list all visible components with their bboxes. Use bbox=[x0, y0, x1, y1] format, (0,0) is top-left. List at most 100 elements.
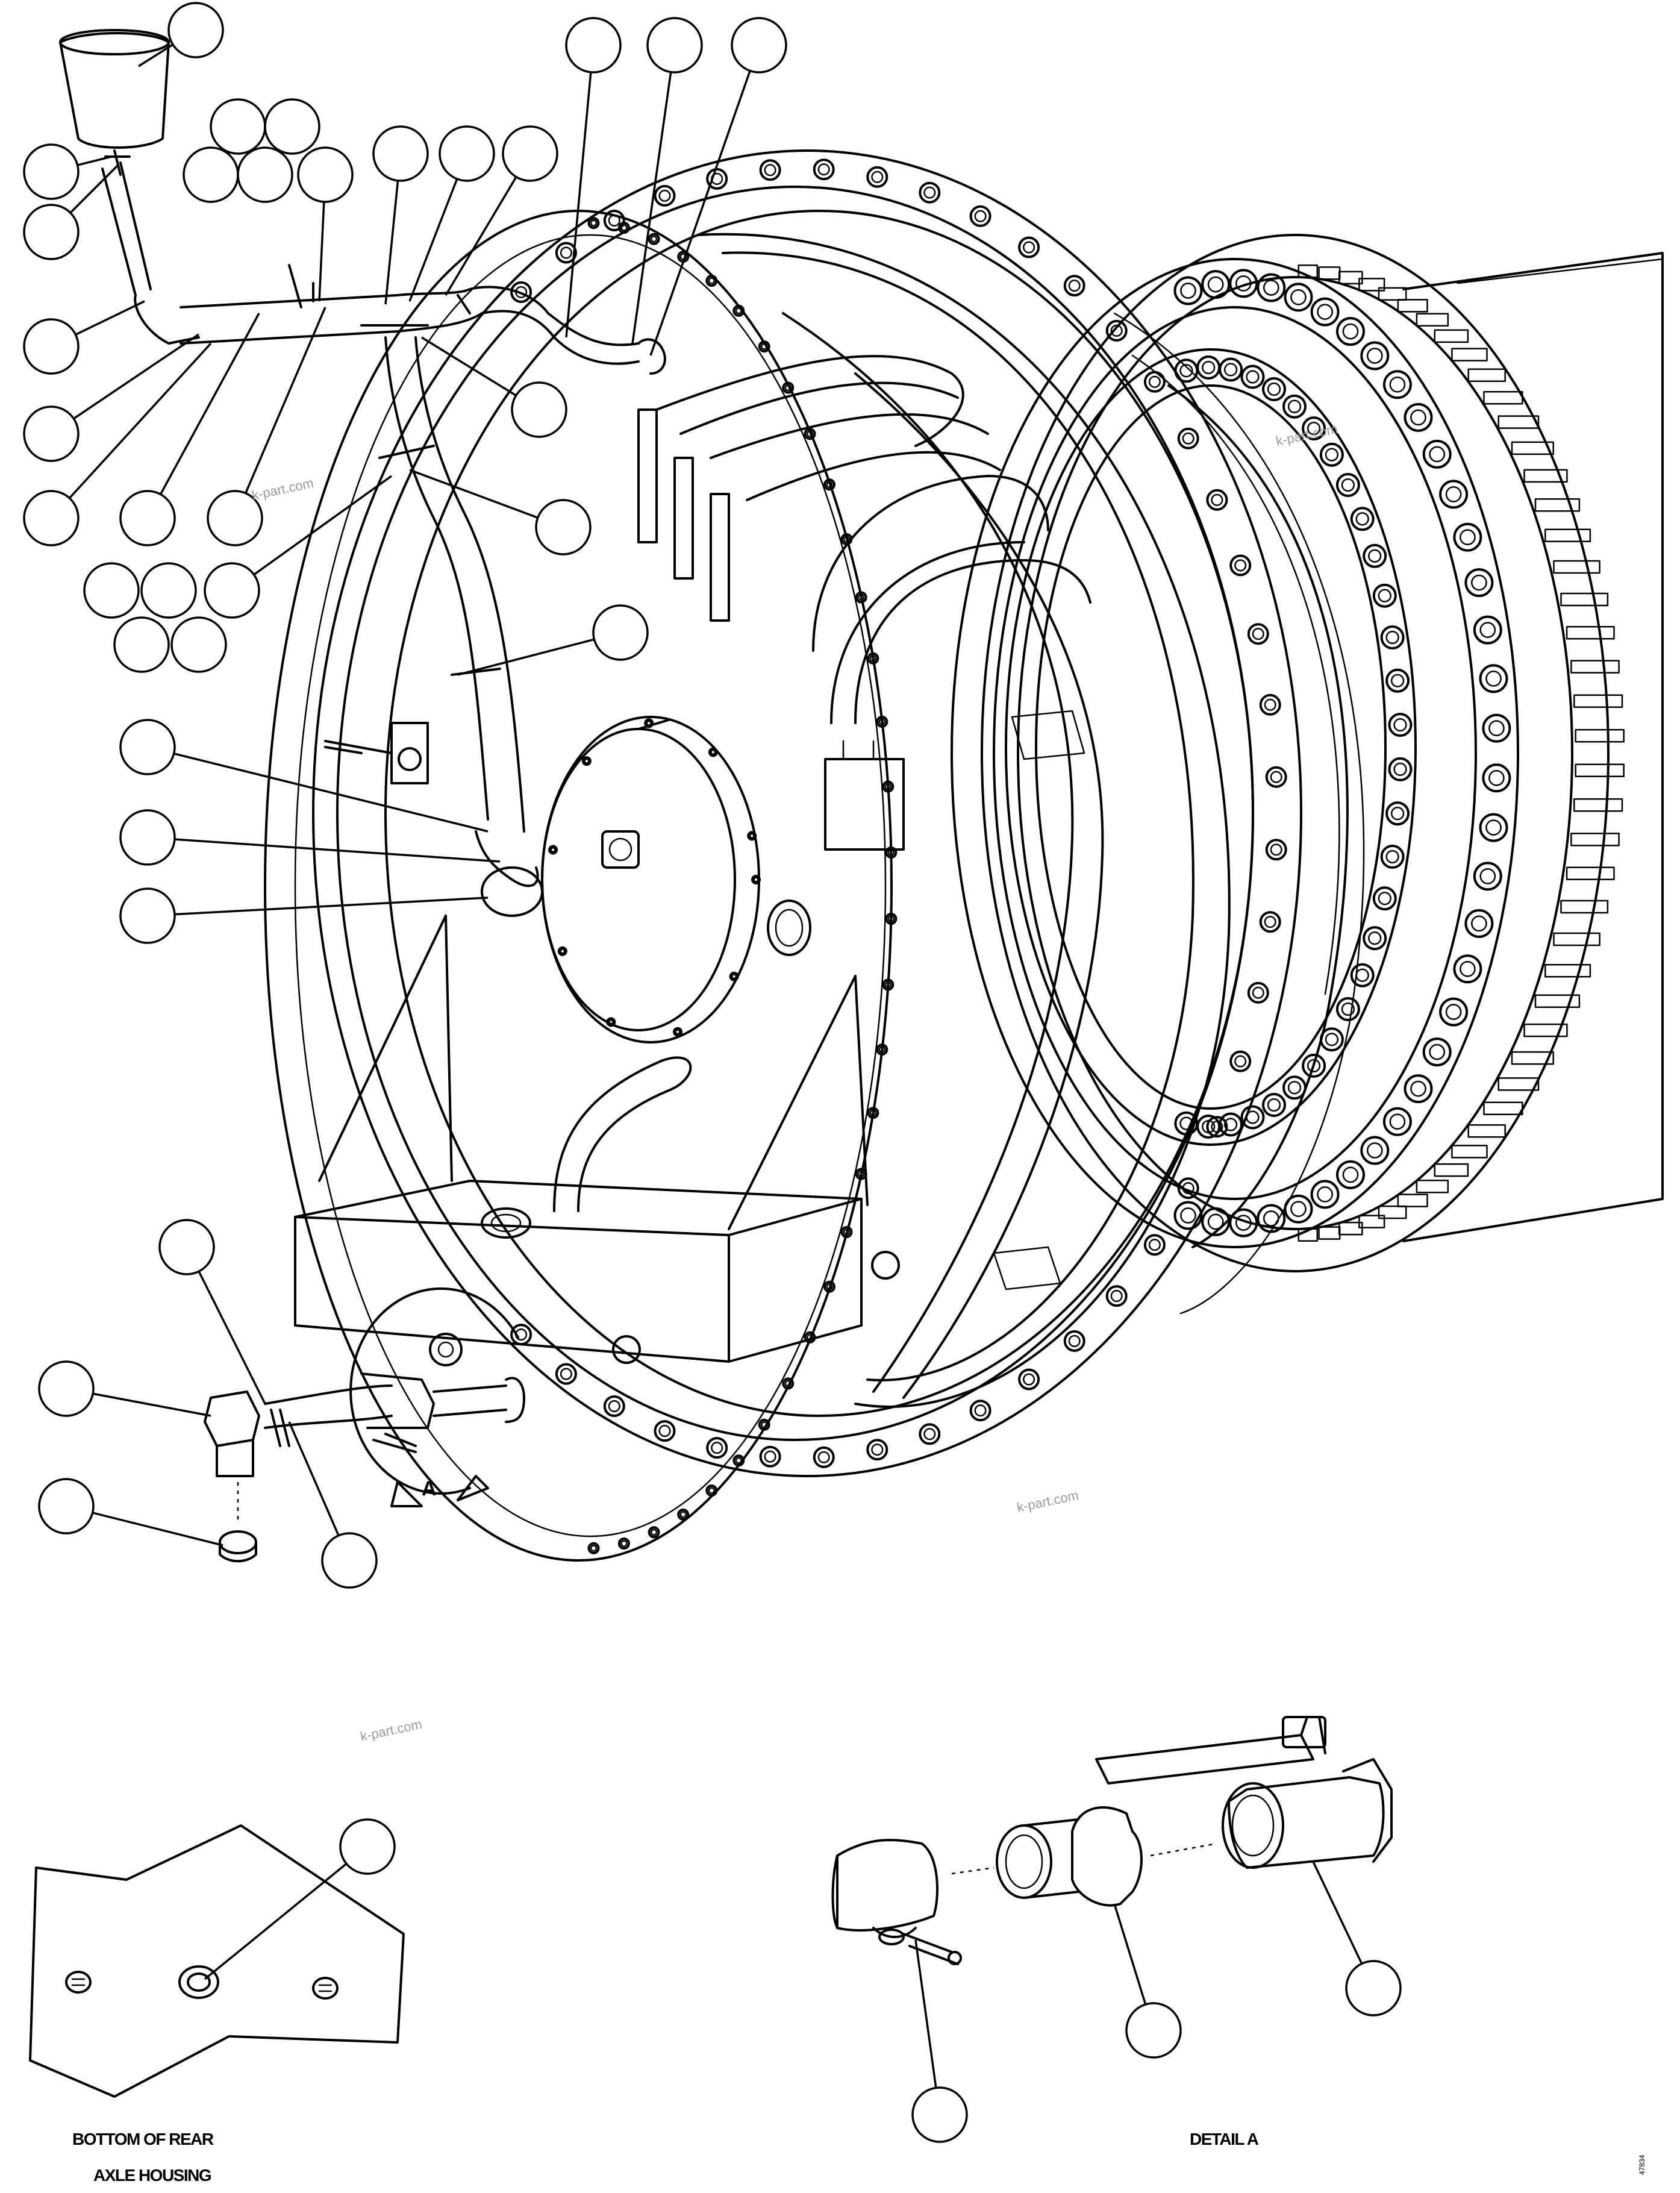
callout-balloon bbox=[119, 490, 176, 546]
bolt-head-inner bbox=[1471, 915, 1487, 932]
bolt-head bbox=[1335, 997, 1360, 1021]
bolt-head bbox=[1479, 664, 1508, 693]
cover-bolt bbox=[823, 478, 835, 491]
bolt-head-inner bbox=[1479, 622, 1496, 638]
bolt-head-inner bbox=[1385, 849, 1399, 864]
spline-tooth bbox=[1511, 1051, 1554, 1065]
callout-balloon bbox=[170, 616, 227, 673]
detail-a-view bbox=[831, 1716, 1393, 1965]
cover-bolt-inner bbox=[679, 1511, 687, 1518]
bolt-head-inner bbox=[1307, 1059, 1321, 1073]
flange-hole bbox=[1229, 1050, 1252, 1072]
bolt-head-inner bbox=[1317, 304, 1333, 320]
flange-hole-inner bbox=[1110, 1290, 1123, 1303]
flange-hole-inner bbox=[871, 170, 884, 183]
flange-hole bbox=[1105, 319, 1128, 342]
spline-tooth bbox=[1566, 866, 1615, 880]
bolt-head bbox=[1439, 997, 1469, 1027]
bolt-head-inner bbox=[1287, 1081, 1302, 1095]
cover-bolt-inner bbox=[650, 1528, 658, 1536]
flange-hole-inner bbox=[608, 1400, 620, 1413]
flange-hole-inner bbox=[658, 1425, 671, 1437]
cover-bolt-inner bbox=[884, 981, 892, 989]
flange-hole-inner bbox=[1110, 324, 1123, 337]
spline-tooth bbox=[1570, 660, 1620, 674]
flange-hole bbox=[1177, 427, 1199, 449]
bolt-head bbox=[1336, 1160, 1365, 1189]
bolt-head bbox=[1388, 757, 1413, 781]
flange-hole bbox=[813, 158, 835, 181]
bolt-head-inner bbox=[1393, 718, 1407, 732]
callout-balloon bbox=[731, 17, 787, 74]
disc-bolt bbox=[581, 756, 592, 766]
cover-bolt-inner bbox=[869, 655, 877, 662]
watermark: k-part.com bbox=[359, 1716, 423, 1744]
cover-bolt bbox=[732, 304, 745, 317]
bolt-head-inner bbox=[1393, 762, 1407, 777]
cover-bolt-inner bbox=[708, 277, 715, 284]
spline-tooth bbox=[1397, 1193, 1428, 1207]
bolt-head bbox=[1372, 886, 1397, 911]
flange-hole-inner bbox=[1211, 493, 1223, 506]
spline-tooth bbox=[1553, 932, 1600, 946]
flange-hole bbox=[1265, 766, 1287, 788]
flange-hole-inner bbox=[1023, 1373, 1035, 1386]
bolt-head-inner bbox=[1267, 382, 1281, 396]
bottom-housing-view bbox=[29, 1824, 405, 2098]
bolt-head bbox=[1173, 1201, 1203, 1230]
cover-bolt bbox=[677, 1508, 690, 1521]
cover-bolt bbox=[648, 233, 660, 245]
disc-bolt bbox=[548, 845, 558, 855]
cover-bolt bbox=[732, 1454, 745, 1467]
cover-bolt-inner bbox=[878, 1046, 885, 1053]
bolt-head bbox=[1240, 364, 1265, 389]
outer-bolt-ring bbox=[951, 258, 1519, 1248]
flange-hole-inner bbox=[1023, 241, 1035, 254]
bolt-head-inner bbox=[1410, 1080, 1426, 1097]
disc-bolt-inner bbox=[753, 877, 759, 883]
disc-bolt-inner bbox=[731, 974, 737, 980]
flange-hole bbox=[866, 166, 888, 188]
flange-hole bbox=[759, 159, 781, 181]
leader-line bbox=[147, 746, 489, 833]
bolt-head-inner bbox=[1180, 1207, 1196, 1224]
callout-balloon bbox=[23, 405, 80, 462]
callout-balloon bbox=[204, 562, 260, 619]
cover-bolt bbox=[840, 1226, 853, 1238]
spline-tooth bbox=[1523, 1023, 1568, 1037]
bolt-head-inner bbox=[1378, 589, 1391, 602]
callout-balloon bbox=[339, 1818, 396, 1875]
bolt-head bbox=[1464, 909, 1494, 938]
bolt-head bbox=[1201, 1207, 1231, 1236]
bolt-head-inner bbox=[1389, 1113, 1406, 1130]
cover-bolt-inner bbox=[884, 783, 892, 790]
leader-line bbox=[51, 333, 199, 435]
bolt-head-inner bbox=[1368, 549, 1382, 563]
bolt-head bbox=[1385, 668, 1410, 693]
spline-tooth bbox=[1575, 763, 1625, 778]
callout-balloon bbox=[911, 2086, 968, 2143]
bolt-head bbox=[1464, 568, 1494, 598]
bolt-head-inner bbox=[1202, 360, 1216, 375]
flange-hole bbox=[1143, 371, 1166, 393]
flange-hole-inner bbox=[1148, 1239, 1161, 1251]
flange-hole-inner bbox=[817, 1451, 830, 1463]
flange-hole-inner bbox=[658, 189, 671, 202]
callout-balloon bbox=[535, 499, 592, 555]
spline-tooth bbox=[1534, 498, 1581, 512]
bolt-head-inner bbox=[1460, 960, 1476, 977]
bolt-head-inner bbox=[1223, 1118, 1238, 1131]
cover-bolt-inner bbox=[843, 536, 851, 543]
flange-hole-inner bbox=[1264, 916, 1276, 928]
bolt-head-inner bbox=[1317, 1186, 1333, 1203]
spline-tooth bbox=[1573, 694, 1623, 708]
bolt-head-inner bbox=[1342, 323, 1359, 340]
flange-hole bbox=[510, 1324, 532, 1346]
bolt-head-inner bbox=[1235, 275, 1252, 292]
bolt-head bbox=[1388, 713, 1413, 737]
detail-a-marker: A bbox=[422, 1477, 437, 1500]
bolt-head-inner bbox=[1179, 364, 1193, 378]
bolt-head-inner bbox=[1445, 1004, 1462, 1020]
flange-hole-inner bbox=[1068, 280, 1081, 292]
detail-a-caption: DETAIL A bbox=[1190, 2130, 1259, 2148]
